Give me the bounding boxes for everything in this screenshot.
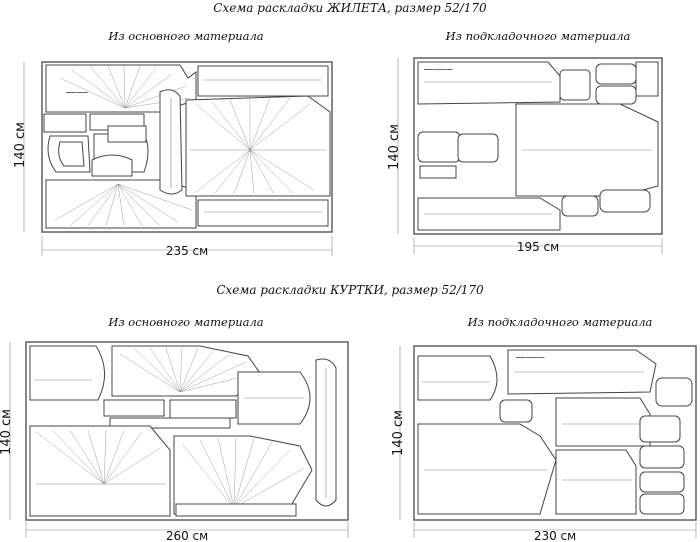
vest-front-bottom-rays bbox=[54, 183, 193, 227]
jacket-main-dimensions bbox=[9, 342, 349, 538]
jacket-sleeve-top-rays bbox=[119, 347, 255, 393]
jacket-lining-back bbox=[555, 397, 651, 447]
jacket-lining-small bbox=[639, 445, 685, 469]
jacket-main-height-label: 140 см bbox=[0, 409, 14, 455]
vest-small-piece bbox=[107, 125, 147, 143]
vest-main-width-label: 235 см bbox=[166, 244, 208, 258]
vest-lining-width-label: 195 см bbox=[517, 240, 559, 254]
jacket-lining-subtitle: Из подкладочного материала bbox=[467, 315, 653, 329]
vest-main-layout: ▬▬▬ ▬▬▬▬ bbox=[41, 61, 333, 233]
jacket-lining-small bbox=[639, 471, 685, 493]
vest-lining-small bbox=[559, 69, 591, 101]
vest-lining-height-label: 140 см bbox=[387, 124, 402, 170]
vest-lining-small bbox=[635, 61, 659, 97]
jacket-lining-sleeve-bottom bbox=[555, 449, 637, 515]
jacket-sleeve-bottom-rays bbox=[181, 437, 305, 509]
vest-lining-small bbox=[595, 63, 637, 85]
vest-back-piece bbox=[185, 95, 331, 197]
vest-back-rays bbox=[195, 97, 315, 195]
vest-front-top-piece bbox=[45, 64, 197, 113]
jacket-main-subtitle: Из основного материала bbox=[107, 315, 263, 329]
vest-main-height-label: 140 см bbox=[13, 122, 28, 168]
vest-lining-layout: ▬▬▬ ▬▬▬▬ ▬▬ bbox=[413, 57, 663, 235]
vest-small-piece bbox=[91, 154, 133, 177]
vest-lining-small bbox=[457, 133, 499, 163]
vest-front-top-rays bbox=[59, 65, 191, 109]
vest-title: Схема раскладки ЖИЛЕТА, размер 52/170 bbox=[213, 1, 487, 15]
jacket-lining-layout: ▬▬▬ ▬▬▬▬ ▬▬ bbox=[413, 345, 697, 521]
jacket-lining-small bbox=[639, 493, 685, 515]
vest-main-dimensions bbox=[23, 62, 333, 256]
vest-bottom-strip bbox=[197, 199, 329, 227]
jacket-strip bbox=[169, 399, 237, 419]
vest-collar-inner bbox=[58, 141, 85, 167]
vest-lining-small bbox=[417, 131, 461, 163]
vest-lining-small bbox=[599, 189, 651, 213]
jacket-front-bottom-rays bbox=[35, 429, 161, 485]
jacket-main-width-label: 260 см bbox=[166, 529, 208, 542]
vest-lining-small bbox=[419, 165, 457, 179]
vest-main-subtitle: Из основного материала bbox=[107, 29, 263, 43]
jacket-lining-front-bottom bbox=[417, 423, 557, 515]
vest-lining-small bbox=[561, 195, 599, 217]
vest-top-strip bbox=[197, 65, 329, 97]
jacket-lining-dimensions bbox=[399, 346, 697, 538]
vest-lining-subtitle: Из подкладочного материала bbox=[445, 29, 631, 43]
jacket-lining-height-label: 140 см bbox=[391, 410, 406, 456]
svg-text:▬▬▬ ▬▬▬▬ ▬▬: ▬▬▬ ▬▬▬▬ ▬▬ bbox=[424, 67, 453, 71]
svg-text:▬▬▬ ▬▬▬▬ ▬▬: ▬▬▬ ▬▬▬▬ ▬▬ bbox=[516, 355, 545, 359]
jacket-strip bbox=[103, 399, 165, 417]
jacket-strip bbox=[175, 503, 297, 517]
vest-lining-dimensions bbox=[397, 58, 663, 254]
jacket-title: Схема раскладки КУРТКИ, размер 52/170 bbox=[216, 283, 484, 297]
vest-lining-small bbox=[595, 85, 637, 105]
jacket-lining-small bbox=[655, 377, 693, 407]
vest-piece-label: ▬▬▬ ▬▬▬▬ bbox=[66, 90, 88, 94]
jacket-sleeve-bottom bbox=[173, 435, 313, 515]
jacket-main-layout bbox=[25, 341, 349, 521]
jacket-lining-front-top bbox=[417, 355, 498, 401]
jacket-lining-width-label: 230 см bbox=[534, 529, 576, 542]
vest-small-piece bbox=[43, 113, 87, 133]
jacket-strip bbox=[109, 417, 231, 429]
jacket-lining-small bbox=[639, 415, 681, 443]
jacket-lining-small bbox=[499, 399, 533, 423]
jacket-front-top bbox=[29, 345, 105, 401]
